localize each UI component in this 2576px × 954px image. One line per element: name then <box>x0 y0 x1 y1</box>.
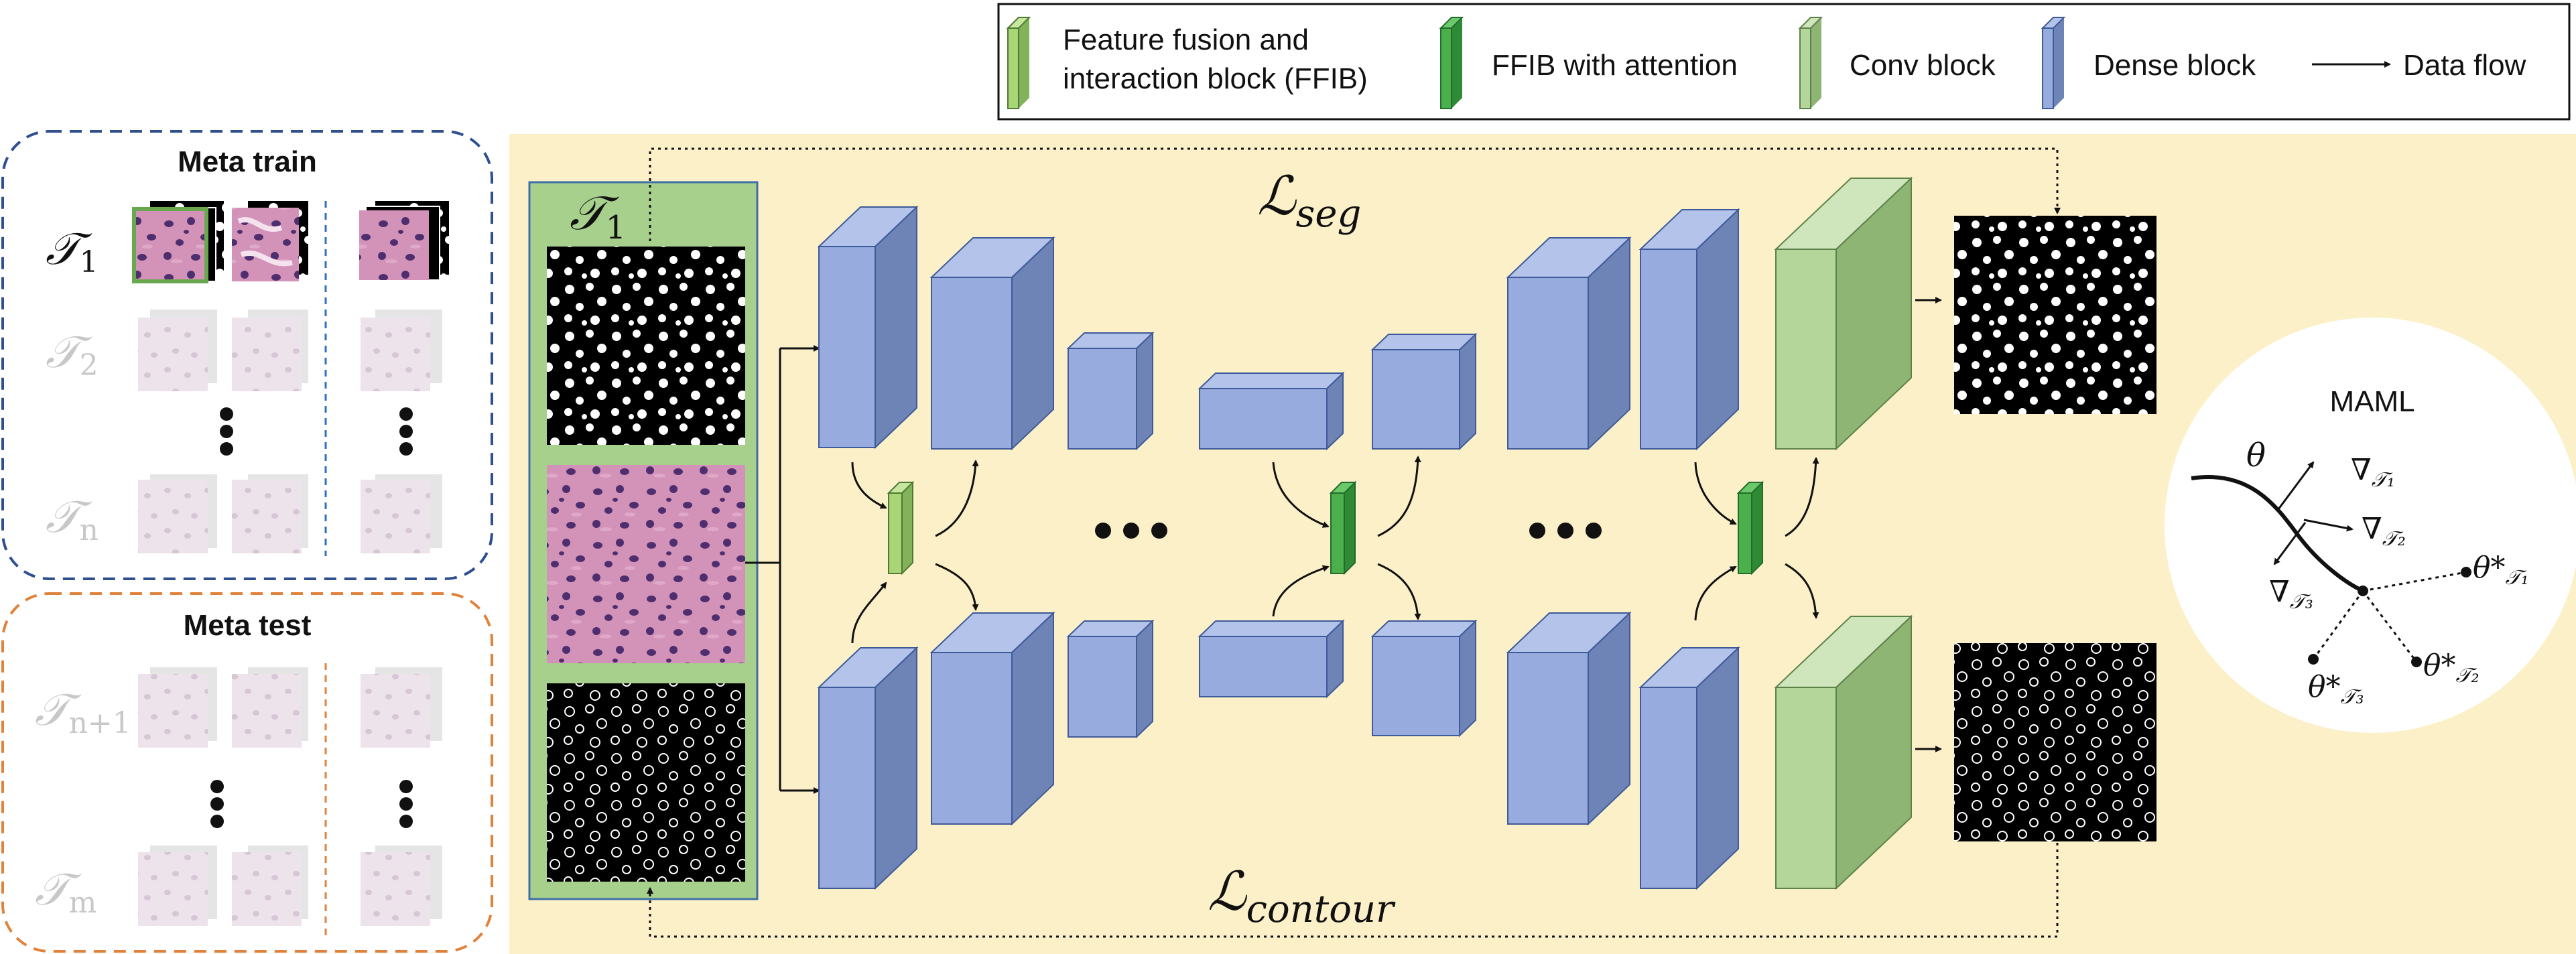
input-contour-mask <box>547 683 745 882</box>
dense-block-t3 <box>1066 331 1155 451</box>
input-histology-image <box>547 465 745 663</box>
opt-1-label: θ*𝒯₁ <box>2473 551 2529 590</box>
dense-block-t1 <box>817 205 919 450</box>
dense-block-b2 <box>929 611 1055 826</box>
dense-block-b7 <box>1638 646 1740 890</box>
task-m-support-stack-a <box>138 845 217 926</box>
conv-block-bottom <box>1774 614 1913 890</box>
grad-2-arrow <box>2303 519 2354 532</box>
legend-ffib-line1: Feature fusion and <box>1063 23 1309 56</box>
input-task-symbol: 𝒯1 <box>570 186 626 247</box>
meta-test-ellipsis <box>210 780 413 828</box>
ffib-connectors <box>851 456 1819 644</box>
legend: Feature fusion and interaction block (FF… <box>997 3 2571 121</box>
legend-data-flow: Data flow <box>2403 49 2526 82</box>
ffib-attention-block-1 <box>1329 480 1357 575</box>
stage-ellipsis <box>1095 523 1602 539</box>
input-nuclei-mask <box>547 247 745 445</box>
ffib-attention-block-2 <box>1736 480 1764 575</box>
dense-block-legend-icon <box>2041 17 2066 109</box>
legend-dense-block: Dense block <box>2094 49 2256 82</box>
conv-block-top <box>1774 176 1913 451</box>
network-panel: 𝒯1 ℒseg ℒcontour <box>509 134 2576 954</box>
task-n-query-stack <box>361 474 442 553</box>
task-1-support-stack-a <box>132 201 224 283</box>
dense-blocks <box>817 176 1913 890</box>
maml-circle <box>2165 318 2576 733</box>
maml-title: MAML <box>2329 385 2414 418</box>
task-n-plus-1-query-stack <box>361 667 442 748</box>
conv-block-legend-icon <box>1798 17 1823 109</box>
maml-diagram: MAML θ ∇𝒯₁ ∇𝒯₂ ∇𝒯₃ θ*𝒯₁ θ*𝒯₂ θ*𝒯₃ <box>2165 318 2576 733</box>
ffib-attention-legend-icon <box>1439 17 1464 109</box>
dense-block-b5 <box>1370 619 1478 738</box>
input-branch-lines <box>745 347 818 792</box>
input-task-column: 𝒯1 <box>528 181 759 900</box>
legend-frame <box>997 3 2571 121</box>
task-2-query-stack <box>361 310 442 391</box>
grad-1-label: ∇𝒯₁ <box>2351 453 2395 492</box>
task-2-support-stack-b <box>232 310 308 391</box>
seg-output-mask <box>1954 216 2156 414</box>
contour-output-mask <box>1954 643 2156 841</box>
dense-block-t6 <box>1506 236 1632 451</box>
task-m-symbol: 𝒯m <box>35 864 96 920</box>
dense-block-t5 <box>1370 332 1478 451</box>
ffib-block-1 <box>887 480 915 575</box>
dense-block-t7 <box>1638 208 1740 451</box>
task-n-support-stack-b <box>232 474 308 553</box>
grad-3-arrow <box>2273 522 2307 565</box>
loss-contour-label: ℒcontour <box>1208 860 1396 931</box>
task-n-plus-1-support-stack-a <box>138 667 217 748</box>
maml-theta: θ <box>2246 437 2266 474</box>
opt-2-label: θ*𝒯₂ <box>2423 649 2480 687</box>
dense-block-t4 <box>1198 371 1345 451</box>
contour-loss-feedback-path <box>647 843 2059 938</box>
maml-adaptation-lines <box>2312 571 2467 663</box>
legend-ffib-line2: interaction block (FFIB) <box>1063 62 1368 95</box>
dense-block-t2 <box>929 236 1055 451</box>
task-m-support-stack-b <box>232 845 308 926</box>
meta-test-panel: Meta test 𝒯n+1 𝒯m <box>1 592 493 953</box>
task-2-support-stack-a <box>138 310 217 391</box>
legend-ffib-attention: FFIB with attention <box>1492 49 1738 82</box>
legend-conv-block: Conv block <box>1850 49 1996 82</box>
meta-train-ellipsis <box>220 407 413 456</box>
task-1-query-stack <box>359 201 449 281</box>
task-n-plus-1-support-stack-b <box>232 667 308 748</box>
grad-3-label: ∇𝒯₃ <box>2269 575 2313 614</box>
opt-3-label: θ*𝒯₃ <box>2308 670 2364 709</box>
dense-block-b4 <box>1198 619 1345 699</box>
meta-test-title: Meta test <box>184 609 312 642</box>
loss-seg-label: ℒseg <box>1257 165 1361 236</box>
meta-train-panel: Meta train 𝒯1 𝒯2 <box>1 130 493 580</box>
dense-block-b3 <box>1066 619 1155 739</box>
task-n-support-stack-a <box>138 474 217 553</box>
task-m-query-stack <box>361 845 442 926</box>
ffib-legend-icon <box>1006 17 1031 109</box>
grad-2-label: ∇𝒯₂ <box>2362 512 2406 551</box>
dense-block-b1 <box>817 646 919 890</box>
meta-train-title: Meta train <box>178 145 317 178</box>
dense-block-b6 <box>1506 611 1632 826</box>
task-1-support-stack-b <box>232 201 308 281</box>
grad-1-arrow <box>2277 461 2315 510</box>
